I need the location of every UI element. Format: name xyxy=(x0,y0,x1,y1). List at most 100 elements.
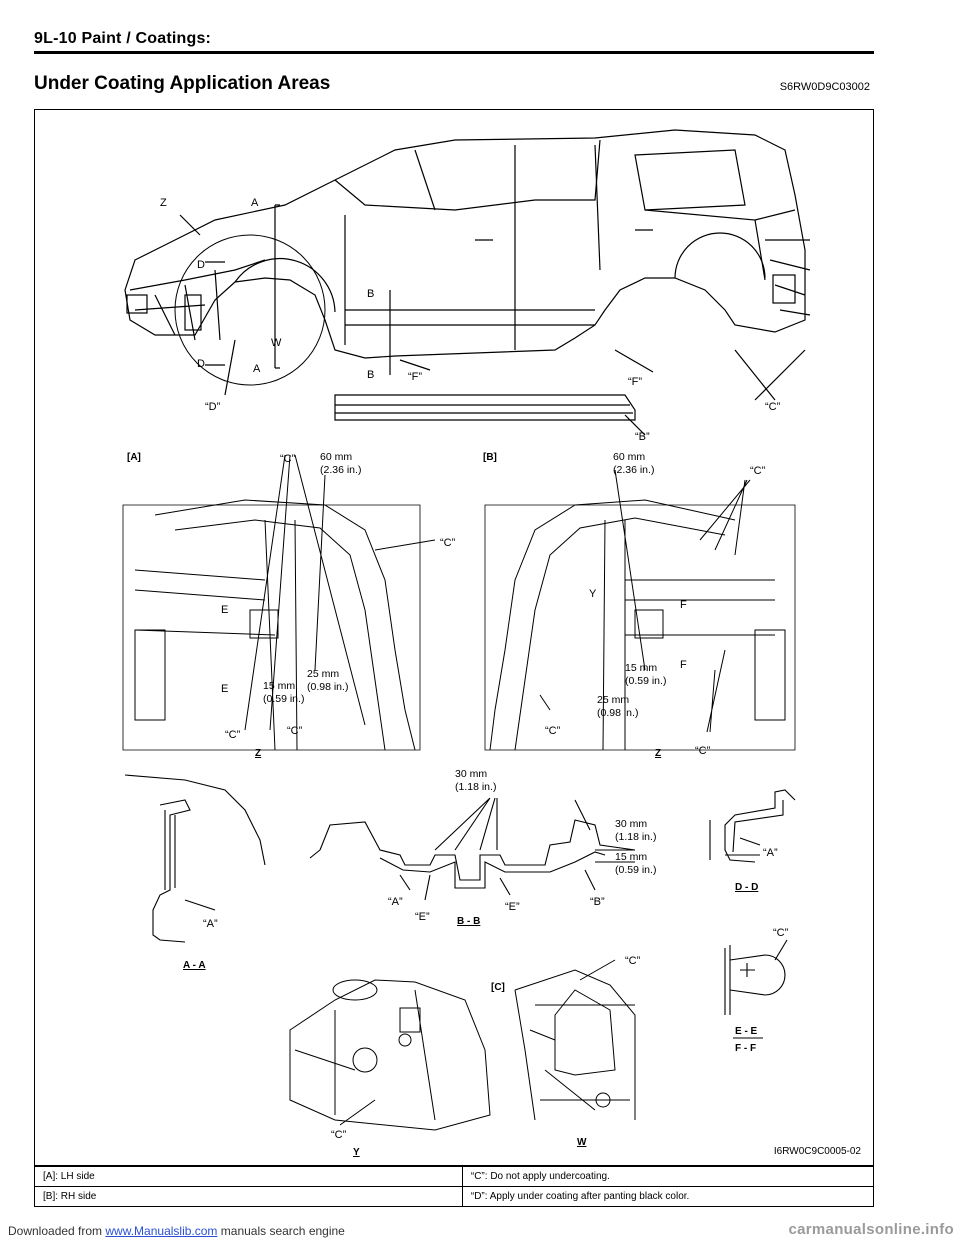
panel-b-c-2: “C” xyxy=(545,725,561,737)
label-d-quote: “D” xyxy=(205,401,221,413)
section-ee-labels: “C” E - E F - F xyxy=(733,927,789,1054)
panel-b-dim1-in: (2.36 in.) xyxy=(613,464,654,476)
car-side-view xyxy=(124,129,811,436)
section-dd-drawing xyxy=(709,789,796,863)
label-f-2: “F” xyxy=(628,376,642,388)
panel-a-dim1-in: (2.36 in.) xyxy=(320,464,361,476)
view-w-labels: [C] “C” W xyxy=(491,955,641,1148)
panel-b-labels: [B] 60 mm (2.36 in.) “C” Y F F 15 mm (0.… xyxy=(483,451,766,759)
panel-a-dim2-mm: 25 mm xyxy=(307,668,339,680)
panel-a-e-2: E xyxy=(221,683,228,695)
panel-b-tag: [B] xyxy=(483,452,497,463)
note-cell: [A]: LH side xyxy=(34,1166,463,1187)
panel-a-e-1: E xyxy=(221,604,228,616)
footer-source: Downloaded from www.Manualslib.com manua… xyxy=(8,1224,345,1238)
section-bb-dim1-mm: 30 mm xyxy=(455,768,487,780)
section-aa-drawing xyxy=(124,774,266,943)
view-w-drawing xyxy=(514,959,636,1121)
section-ee-drawing xyxy=(724,939,788,1015)
section-ee-title-2: F - F xyxy=(735,1043,756,1054)
label-f-1: “F” xyxy=(408,371,422,383)
panel-a-drawing xyxy=(122,454,436,751)
section-bb-b: “B” xyxy=(590,896,605,908)
view-w-tag: [C] xyxy=(491,982,505,993)
view-w-c: “C” xyxy=(625,955,641,967)
panel-a-c-1: “C” xyxy=(280,453,296,465)
figure-code: I6RW0C9C0005-02 xyxy=(773,1146,861,1157)
label-d-top: D xyxy=(197,259,205,271)
section-aa-title: A - A xyxy=(183,960,206,971)
section-dd-title: D - D xyxy=(735,882,758,893)
label-b-top: B xyxy=(367,288,374,300)
label-a-top: A xyxy=(251,197,259,209)
section-bb-drawing xyxy=(309,797,636,901)
notes-table: [A]: LH side “C”: Do not apply undercoat… xyxy=(34,1166,875,1207)
view-y-drawing xyxy=(289,979,491,1131)
view-y-title: Y xyxy=(353,1147,360,1158)
panel-b-f-2: F xyxy=(680,659,687,671)
view-w-title: W xyxy=(577,1137,587,1148)
table-row: [A]: LH side “C”: Do not apply undercoat… xyxy=(34,1166,875,1187)
panel-a-dim2-in: (0.98 in.) xyxy=(307,681,348,693)
footer-suffix: manuals search engine xyxy=(217,1224,345,1238)
page-header: 9L-10 Paint / Coatings: xyxy=(34,30,211,48)
panel-a-dim1-mm: 60 mm xyxy=(320,451,352,463)
section-bb-a: “A” xyxy=(388,896,403,908)
note-cell: “C”: Do not apply undercoating. xyxy=(461,1166,875,1187)
footer-prefix: Downloaded from xyxy=(8,1224,106,1238)
section-bb-dim3-mm: 15 mm xyxy=(615,851,647,863)
label-c-quote: “C” xyxy=(765,401,781,413)
panel-b-c-1: “C” xyxy=(750,465,766,477)
panel-b-dim3-mm: 25 mm xyxy=(597,694,629,706)
section-name: Paint / Coatings: xyxy=(81,30,212,47)
panel-a-c-2: “C” xyxy=(440,537,456,549)
figure: Z A D D A W B B “F” “F” “D” “C” “B” [A] … xyxy=(34,109,874,1166)
label-a-bottom: A xyxy=(253,363,261,375)
label-z: Z xyxy=(160,197,167,209)
panel-b-dim2-mm: 15 mm xyxy=(625,662,657,674)
section-aa-a: “A” xyxy=(203,918,218,930)
figure-illustration: Z A D D A W B B “F” “F” “D” “C” “B” [A] … xyxy=(122,129,811,1158)
section-bb-e-2: “E” xyxy=(505,901,520,913)
label-b-bottom: B xyxy=(367,369,374,381)
section-bb-dim1-in: (1.18 in.) xyxy=(455,781,496,793)
section-dd-labels: “A” D - D xyxy=(735,847,778,893)
panel-b-view: Z xyxy=(655,748,661,759)
note-cell: “D”: Apply under coating after panting b… xyxy=(461,1186,875,1207)
panel-a-labels: [A] “C” 60 mm (2.36 in.) “C” E E 25 mm (… xyxy=(127,451,456,759)
panel-a-view: Z xyxy=(255,748,261,759)
panel-a-c-3: “C” xyxy=(225,729,241,741)
manualslib-link[interactable]: www.Manualslib.com xyxy=(105,1224,218,1238)
panel-b-f-1: F xyxy=(680,599,687,611)
panel-a-dim3-mm: 15 mm xyxy=(263,680,295,692)
label-w: W xyxy=(271,337,282,349)
panel-b-c-3: “C” xyxy=(695,745,711,757)
view-y-c: “C” xyxy=(331,1129,347,1141)
section-code: S6RW0D9C03002 xyxy=(779,81,870,93)
section-title: Under Coating Application Areas xyxy=(34,73,331,94)
panel-b-dim1-mm: 60 mm xyxy=(613,451,645,463)
label-d-bottom: D xyxy=(197,358,205,370)
watermark: carmanualsonline.info xyxy=(788,1221,954,1238)
table-row: [B]: RH side “D”: Apply under coating af… xyxy=(34,1186,875,1207)
header-rule xyxy=(34,51,874,54)
panel-b-y: Y xyxy=(589,588,597,600)
panel-a-dim3-in: (0.59 in.) xyxy=(263,693,304,705)
section-dd-a: “A” xyxy=(763,847,778,859)
section-bb-dim2-in: (1.18 in.) xyxy=(615,831,656,843)
section-bb-dim2-mm: 30 mm xyxy=(615,818,647,830)
note-cell: [B]: RH side xyxy=(34,1186,463,1207)
section-bb-e-1: “E” xyxy=(415,911,430,923)
view-y-labels: “C” Y xyxy=(331,1129,360,1158)
panel-a-c-4: “C” xyxy=(287,725,303,737)
section-bb-dim3-in: (0.59 in.) xyxy=(615,864,656,876)
label-b-quote: “B” xyxy=(635,431,650,443)
car-labels: Z A D D A W B B “F” “F” “D” “C” “B” xyxy=(160,197,781,443)
panel-b-drawing xyxy=(484,469,796,751)
section-aa-labels: “A” A - A xyxy=(183,918,218,971)
section-ee-title-1: E - E xyxy=(735,1026,758,1037)
section-bb-title: B - B xyxy=(457,916,480,927)
section-ee-c: “C” xyxy=(773,927,789,939)
footer: Downloaded from www.Manualslib.com manua… xyxy=(0,1221,960,1241)
page-id: 9L-10 xyxy=(34,30,77,47)
